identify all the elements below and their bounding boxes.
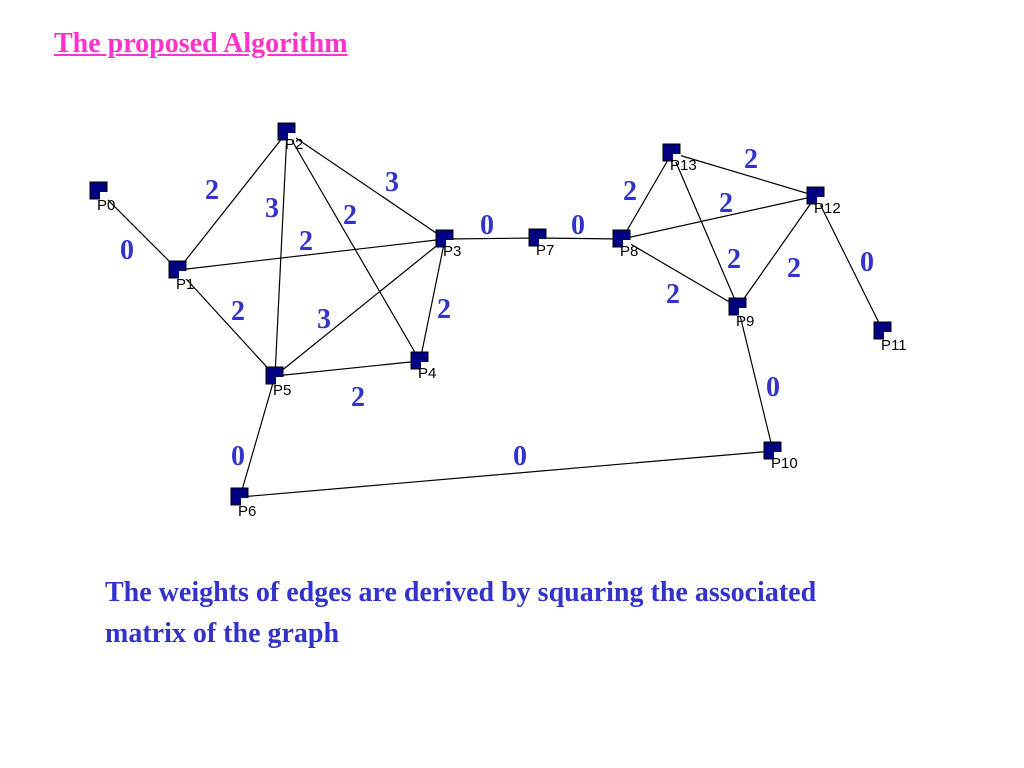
edge-p5-p6 [239, 375, 276, 498]
edge-weight-p12-p11: 0 [860, 247, 874, 278]
node-icon-notch [241, 498, 249, 506]
edge-p0-p1 [98, 190, 179, 271]
node-icon-notch [739, 308, 747, 316]
node-icon-notch [179, 271, 187, 279]
node-p12[interactable]: P12 [806, 186, 841, 217]
node-p6[interactable]: P6 [230, 487, 256, 520]
edge-weight-p5-p6: 0 [231, 441, 245, 472]
edge-weight-p8-p9: 2 [666, 279, 680, 310]
edge-weight-p3-p4: 2 [437, 294, 451, 325]
node-p8[interactable]: P8 [612, 229, 638, 260]
node-label: P12 [814, 200, 841, 217]
node-p4[interactable]: P4 [410, 351, 436, 382]
edge-p3-p7 [444, 237, 539, 240]
edge-weight-p7-p8: 0 [571, 210, 585, 241]
node-label: P9 [736, 313, 754, 330]
edge-weight-p4-p5: 2 [351, 382, 365, 413]
node-p13[interactable]: P13 [662, 143, 697, 174]
edge-weight-p8-p13: 2 [623, 176, 637, 207]
edge-weight-p13-p9: 2 [727, 244, 741, 275]
node-icon-notch [673, 154, 681, 162]
node-icon-notch [276, 377, 284, 385]
edge-weight-p9-p10: 0 [766, 372, 780, 403]
edge-p1-p5 [177, 269, 276, 377]
node-p0[interactable]: P0 [89, 181, 115, 214]
edge-weight-p3-p7: 0 [480, 210, 494, 241]
node-p1[interactable]: P1 [168, 260, 194, 293]
edge-weight-p2-p3: 3 [385, 167, 399, 198]
node-label: P8 [620, 243, 638, 260]
edge-weight-p3-p5: 3 [317, 304, 331, 335]
edge-p2-p4 [286, 131, 421, 362]
node-icon-notch [623, 240, 631, 248]
node-label: P13 [670, 157, 697, 174]
edge-p9-p10 [737, 306, 774, 452]
node-icon-notch [100, 192, 108, 200]
node-icon-notch [539, 239, 547, 247]
node-p3[interactable]: P3 [435, 229, 461, 260]
node-label: P5 [273, 382, 291, 399]
node-p10[interactable]: P10 [763, 441, 798, 472]
edge-weight-p1-p2: 2 [205, 175, 219, 206]
edge-weight-p13-p12: 2 [744, 144, 758, 175]
node-icon-notch [817, 197, 825, 205]
edge-p3-p5 [274, 238, 446, 377]
slide-title: The proposed Algorithm [54, 28, 348, 59]
edge-weight-p12-p9: 2 [787, 253, 801, 284]
edge-p6-p10 [239, 450, 774, 498]
edge-p2-p5 [274, 131, 288, 377]
node-p11[interactable]: P11 [873, 321, 907, 354]
edge-weight-p0-p1: 0 [120, 235, 134, 266]
node-label: P7 [536, 242, 554, 259]
node-label: P3 [443, 243, 461, 260]
node-icon-notch [774, 452, 782, 460]
node-label: P11 [881, 337, 907, 354]
edge-p1-p3 [177, 238, 446, 271]
edges-layer [98, 131, 884, 498]
node-label: P0 [97, 197, 115, 214]
edge-weight-p2-p4: 2 [343, 200, 357, 231]
edge-weight-p1-p5: 2 [231, 296, 245, 327]
edge-p13-p12 [671, 152, 817, 197]
node-label: P2 [285, 136, 303, 153]
edge-p8-p9 [621, 238, 739, 308]
edge-p8-p12 [621, 195, 817, 240]
edge-weight-p6-p10: 0 [513, 441, 527, 472]
node-icon-notch [446, 240, 454, 248]
node-label: P1 [176, 276, 194, 293]
edge-weight-p1-p3: 2 [299, 226, 313, 257]
edge-p4-p5 [274, 360, 421, 377]
node-icon-notch [884, 332, 892, 340]
edge-p13-p9 [671, 152, 739, 308]
edge-p1-p2 [177, 131, 288, 271]
edge-p8-p13 [621, 152, 673, 240]
edge-p12-p9 [737, 195, 817, 308]
edge-weight-p8-p12: 2 [719, 188, 733, 219]
node-p9[interactable]: P9 [728, 297, 754, 330]
node-icon-notch [288, 133, 296, 141]
node-p2[interactable]: P2 [277, 122, 303, 153]
edge-p12-p11 [815, 195, 884, 332]
node-p7[interactable]: P7 [528, 228, 554, 259]
edge-p3-p4 [419, 238, 446, 362]
node-label: P10 [771, 455, 798, 472]
edge-p2-p3 [286, 131, 446, 240]
edge-weight-p2-p5: 3 [265, 193, 279, 224]
caption-text: The weights of edges are derived by squa… [105, 577, 817, 649]
node-p5[interactable]: P5 [265, 366, 291, 399]
edge-p7-p8 [537, 237, 623, 240]
node-label: P6 [238, 503, 256, 520]
node-icon-notch [421, 362, 429, 370]
node-label: P4 [418, 365, 436, 382]
